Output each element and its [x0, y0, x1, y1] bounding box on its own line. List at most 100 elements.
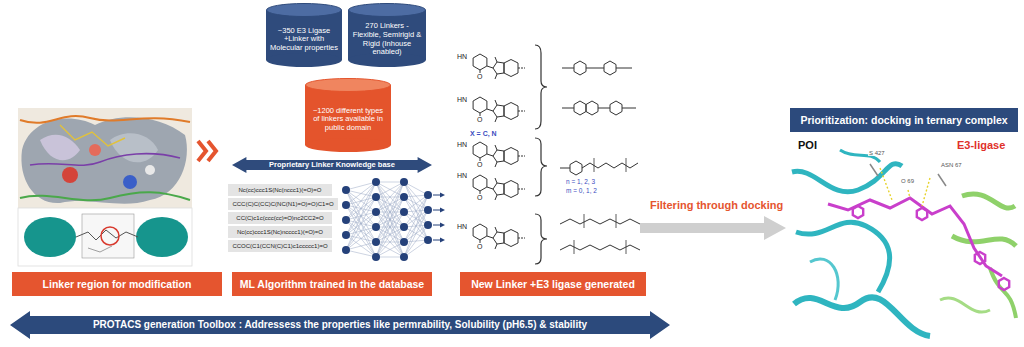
nn-link	[376, 212, 404, 257]
node-text: ML Algorithm trained in the database	[240, 278, 424, 290]
chemical-structures	[473, 45, 640, 264]
nn-neuron	[342, 231, 350, 239]
annotation-label: O 69	[900, 178, 915, 184]
nn-link	[376, 182, 404, 197]
nn-link	[376, 182, 404, 242]
node-text: Proprietary Linker Knowledge base	[269, 161, 395, 170]
nn-link	[376, 182, 404, 227]
shape-part	[228, 198, 338, 210]
nn-link	[376, 227, 404, 257]
nn-link	[346, 182, 376, 250]
annotation-label: O	[477, 194, 482, 201]
shape-part	[267, 4, 342, 17]
node-text: ~1200 different types of linkers availab…	[310, 107, 386, 133]
filter-arrow	[640, 216, 786, 240]
annotation-label: X = C, N	[470, 130, 497, 137]
annotation-label: HN	[457, 96, 467, 103]
shape-part	[305, 85, 391, 145]
nn-neuron	[342, 201, 350, 209]
nn-neuron	[424, 206, 432, 214]
nn-link	[376, 242, 404, 257]
nn-output-head	[440, 208, 445, 213]
shape-part	[228, 226, 332, 238]
nn-link	[376, 182, 404, 197]
shape-part	[348, 10, 426, 60]
shape-part	[228, 212, 332, 224]
shape-part	[12, 272, 222, 296]
nn-output-head	[440, 238, 445, 243]
nn-output	[433, 195, 440, 196]
smiles-box: Nc(cc)ccc1S(Nc)ncccc1)(=O)=O	[228, 226, 332, 238]
nn-link	[346, 182, 376, 205]
nn-link	[376, 182, 404, 257]
nn-neuron	[372, 238, 380, 246]
nn-link	[404, 210, 428, 257]
nn-neuron	[342, 186, 350, 194]
nn-output	[433, 240, 440, 241]
nn-neuron	[400, 223, 408, 231]
nn-neuron	[400, 193, 408, 201]
nn-link	[346, 205, 376, 257]
nn-link	[404, 195, 428, 242]
header-box: Prioritization: docking in ternary compl…	[790, 108, 1018, 132]
nn-neuron	[400, 208, 408, 216]
nn-output-head	[440, 223, 445, 228]
nn-link	[346, 190, 376, 257]
annotation-label: E3-ligase	[956, 140, 1006, 152]
nn-neuron	[372, 253, 380, 261]
nn-neuron	[400, 178, 408, 186]
smiles-box: CC(C)c1c(ccc(cc)=O)nc2CC2=O	[228, 212, 332, 224]
shape-part	[266, 10, 342, 60]
nn-neuron	[400, 238, 408, 246]
nn-link	[376, 182, 404, 257]
node-text: Nc(cc)ccc1S(Nc(nccc1)(=O)=O	[238, 187, 321, 194]
annotation-label: Filtering through docking	[650, 200, 783, 212]
shape-part	[306, 79, 391, 92]
nn-neuron	[372, 193, 380, 201]
annotation-label: HN	[457, 223, 467, 230]
node-text: ~350 E3 Ligase +Linker with Molecular pr…	[270, 27, 338, 53]
database-cylinder: 270 Linkers - Flexible, Semirigid & Rigi…	[348, 3, 426, 67]
annotation-label: ASN 67	[940, 162, 963, 168]
nn-neuron	[372, 223, 380, 231]
nn-link	[376, 197, 404, 257]
shape-part	[228, 240, 332, 252]
shape-part	[10, 311, 670, 339]
step-label-bar: Linker region for modification	[12, 272, 222, 296]
protein-surface-image	[18, 108, 192, 266]
node-text: CC(C)c1c(ccc(cc)=O)nc2CC2=O	[236, 215, 323, 222]
double-arrow-band: Proprietary Linker Knowledge base	[232, 157, 432, 173]
annotation-label: S 427	[868, 150, 886, 156]
step-label-bar: ML Algorithm trained in the database	[232, 272, 432, 296]
nn-neuron	[424, 221, 432, 229]
shape-part	[460, 272, 646, 296]
annotation-label: HN	[457, 172, 467, 179]
nn-link	[376, 182, 404, 242]
nn-output	[433, 210, 440, 211]
smiles-box: Nc(cc)ccc1S(Nc(nccc1)(=O)=O	[228, 184, 332, 196]
node-text: Linker region for modification	[43, 278, 192, 290]
annotation-label: POI	[797, 140, 818, 152]
nn-link	[376, 227, 404, 257]
nn-neuron	[424, 191, 432, 199]
node-text: Prioritization: docking in ternary compl…	[800, 114, 1007, 126]
nn-neuron	[342, 216, 350, 224]
shape-part	[228, 184, 332, 196]
nn-link	[346, 182, 376, 220]
nn-neuron	[400, 253, 408, 261]
shape-part	[349, 4, 426, 17]
nn-link	[346, 242, 376, 250]
annotation-label: O	[477, 116, 482, 123]
nn-neuron	[372, 208, 380, 216]
node-text: Nc(cc)ccc1S(Nc)ncccc1)(=O)=O	[237, 229, 323, 236]
docking-image	[790, 132, 1018, 343]
shape-part	[232, 272, 432, 296]
database-cylinder: ~1200 different types of linkers availab…	[305, 78, 391, 152]
nn-link	[346, 197, 376, 250]
nn-output-head	[440, 193, 445, 198]
nn-neuron	[424, 236, 432, 244]
nn-link	[376, 197, 404, 257]
shape-part	[790, 108, 1018, 132]
neural-network	[342, 178, 445, 261]
annotation-label: HN	[457, 141, 467, 148]
